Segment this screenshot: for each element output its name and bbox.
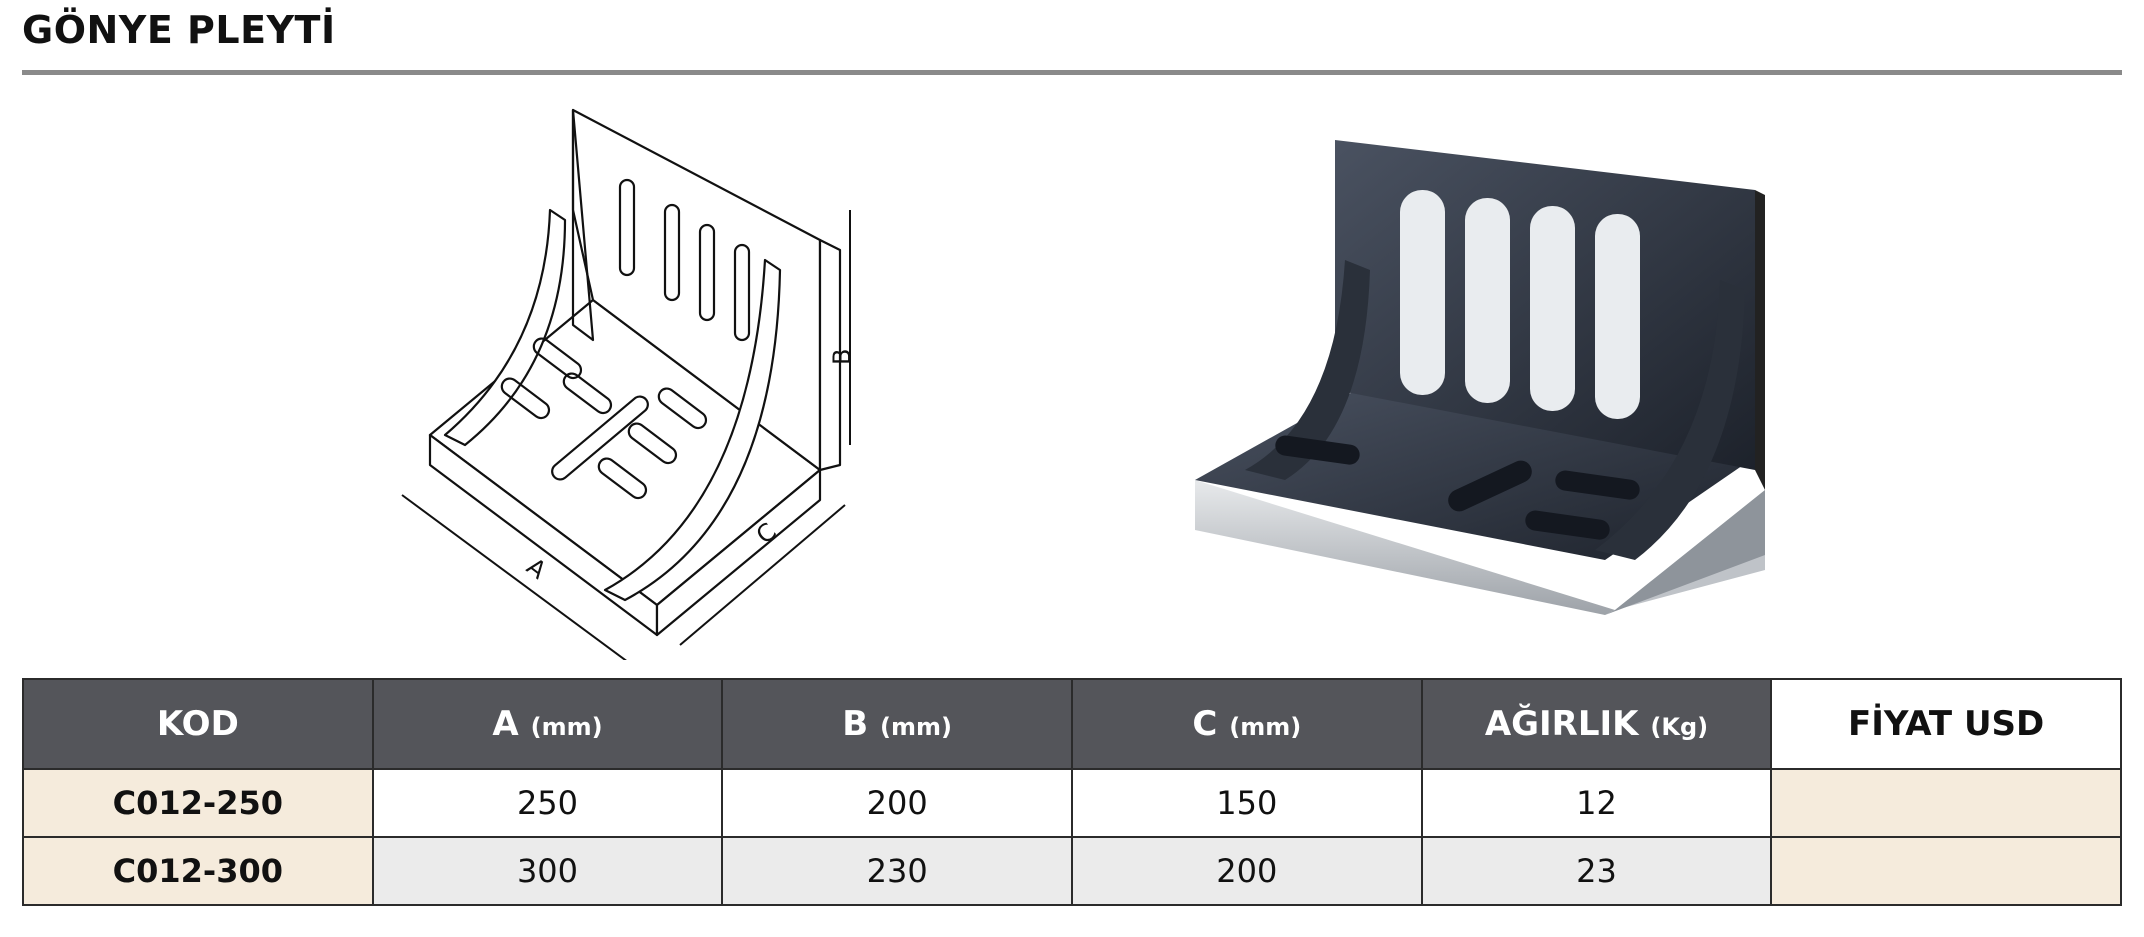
dim-b-label: B xyxy=(828,349,856,365)
spec-table: KOD A (mm) B (mm) C (mm) AĞIRLIK (Kg) Fİ… xyxy=(22,678,2122,906)
angle-plate-photo xyxy=(1195,140,1765,615)
header-agirlik: AĞIRLIK (Kg) xyxy=(1420,678,1773,770)
table-header-row: KOD A (mm) B (mm) C (mm) AĞIRLIK (Kg) Fİ… xyxy=(22,678,2122,770)
cell-b: 230 xyxy=(721,836,1073,906)
header-kod: KOD xyxy=(22,678,374,770)
table-row: C012-250 250 200 150 12 xyxy=(22,768,2122,838)
cell-fiyat xyxy=(1770,836,2122,906)
table-row: C012-300 300 230 200 23 xyxy=(22,836,2122,906)
cell-kod: C012-300 xyxy=(22,836,374,906)
title-divider xyxy=(22,70,2122,75)
cell-agirlik: 12 xyxy=(1420,768,1773,838)
cell-kod: C012-250 xyxy=(22,768,374,838)
cell-b: 200 xyxy=(721,768,1073,838)
cell-agirlik: 23 xyxy=(1420,836,1773,906)
cell-a: 300 xyxy=(371,836,724,906)
cell-c: 200 xyxy=(1070,836,1423,906)
header-b: B (mm) xyxy=(721,678,1073,770)
header-a: A (mm) xyxy=(371,678,724,770)
header-c: C (mm) xyxy=(1070,678,1423,770)
angle-plate-drawing: A B C xyxy=(401,108,856,660)
page-title: GÖNYE PLEYTİ xyxy=(22,8,336,52)
header-fiyat: FİYAT USD xyxy=(1770,678,2122,770)
cell-fiyat xyxy=(1770,768,2122,838)
cell-a: 250 xyxy=(371,768,724,838)
cell-c: 150 xyxy=(1070,768,1423,838)
dim-a-label: A xyxy=(521,552,551,585)
